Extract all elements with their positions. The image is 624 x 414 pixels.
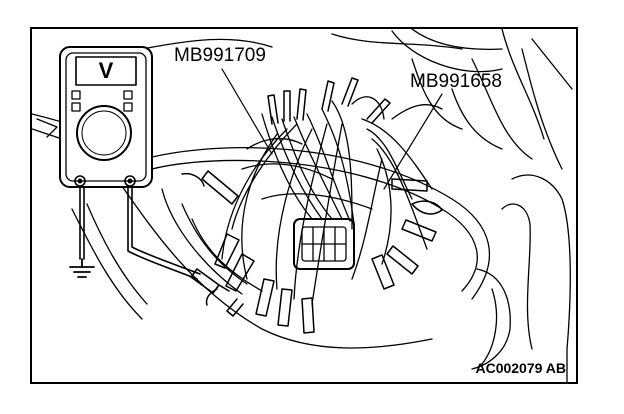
meter-test-leads bbox=[79, 183, 230, 294]
ground-icon bbox=[69, 258, 95, 278]
wiring-illustration: V bbox=[32, 29, 573, 382]
wire-bundle bbox=[221, 96, 443, 305]
callout-test-harness: MB991658 bbox=[410, 71, 502, 92]
callout-harness-adapter: MB991709 bbox=[174, 45, 266, 66]
callout-leaders bbox=[221, 68, 443, 190]
harness-connector bbox=[293, 218, 355, 270]
vehicle-body-outline bbox=[32, 29, 573, 382]
illustration-frame: V MB991709 MB991658 AC002079 AB bbox=[30, 27, 578, 384]
figure-code: AC002079 AB bbox=[475, 360, 566, 376]
alligator-clips bbox=[181, 77, 443, 334]
meter-mode-symbol: V bbox=[99, 58, 114, 83]
multimeter bbox=[59, 46, 153, 188]
